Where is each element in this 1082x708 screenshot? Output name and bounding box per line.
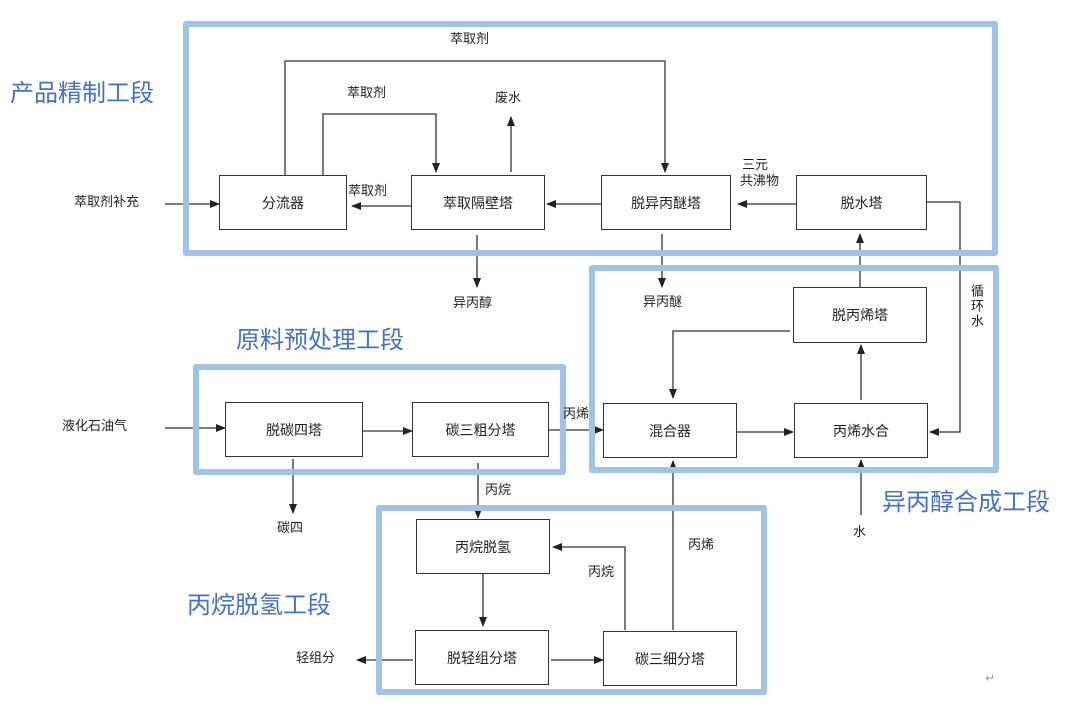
arrow-deprop-to-mixer xyxy=(669,330,790,399)
section-title-refining: 产品精制工段 xyxy=(10,79,154,107)
section-frame-dehydrogenation xyxy=(376,505,767,695)
unit-diisopropyl-ether-column[interactable]: 脱异丙醚塔 xyxy=(601,175,731,230)
stream-label-isopropanol: 异丙醇 xyxy=(453,296,493,311)
unit-dehydration-column[interactable]: 脱水塔 xyxy=(796,175,927,230)
return-mark-icon: ↵ xyxy=(985,671,996,685)
unit-c3-fine-splitter[interactable]: 碳三细分塔 xyxy=(603,631,737,686)
section-frame-pretreatment xyxy=(193,364,566,475)
stream-label-propane-recycle: 丙烷 xyxy=(588,565,615,580)
stream-label-propylene-to-mixer: 丙烯 xyxy=(563,407,590,422)
stream-label-light-ends: 轻组分 xyxy=(296,651,336,666)
unit-propane-dehydrogenation[interactable]: 丙烷脱氢 xyxy=(416,519,550,574)
stream-label-water: 水 xyxy=(853,525,867,540)
stream-label-extractant-back: 萃取剂 xyxy=(348,184,388,199)
stream-label-ternary-azeotrope-2: 共沸物 xyxy=(740,174,780,189)
arrow-extractant-inner xyxy=(322,113,440,175)
stream-label-propylene-up: 丙烯 xyxy=(688,538,715,553)
unit-splitter[interactable]: 分流器 xyxy=(219,175,347,230)
stream-label-lpg: 液化石油气 xyxy=(62,419,128,434)
section-title-dehydrogenation: 丙烷脱氢工段 xyxy=(187,591,331,619)
unit-propylene-hydration[interactable]: 丙烯水合 xyxy=(794,403,928,458)
unit-light-ends-column[interactable]: 脱轻组分塔 xyxy=(415,630,549,685)
stream-label-extractant-inner: 萃取剂 xyxy=(347,86,387,101)
stream-label-propane-down: 丙烷 xyxy=(485,483,512,498)
stream-label-diisopropyl-ether: 异丙醚 xyxy=(643,295,683,310)
stream-label-ternary-azeotrope-1: 三元 xyxy=(742,158,769,173)
arrow-propane-recycle xyxy=(552,543,626,630)
unit-c3-rough-splitter[interactable]: 碳三粗分塔 xyxy=(412,402,549,457)
unit-debutanizer[interactable]: 脱碳四塔 xyxy=(225,402,363,457)
unit-mixer[interactable]: 混合器 xyxy=(603,403,737,458)
arrow-circulating-water xyxy=(920,201,961,436)
stream-label-circulating-water: 循环水 xyxy=(967,284,983,329)
stream-label-c4: 碳四 xyxy=(277,521,304,536)
section-title-synthesis: 异丙醇合成工段 xyxy=(882,488,1050,516)
section-frame-synthesis xyxy=(589,265,999,473)
arrow-extractant-outer xyxy=(284,60,669,175)
unit-extractive-dividing-wall-column[interactable]: 萃取隔壁塔 xyxy=(411,175,545,230)
stream-label-extractant-makeup: 萃取剂补充 xyxy=(74,195,140,210)
section-frame-refining xyxy=(183,21,998,256)
unit-depropylene-column[interactable]: 脱丙烯塔 xyxy=(793,287,927,343)
section-title-pretreatment: 原料预处理工段 xyxy=(236,326,404,354)
stream-label-waste-water: 废水 xyxy=(495,91,522,106)
stream-label-extractant-top: 萃取剂 xyxy=(450,32,490,47)
